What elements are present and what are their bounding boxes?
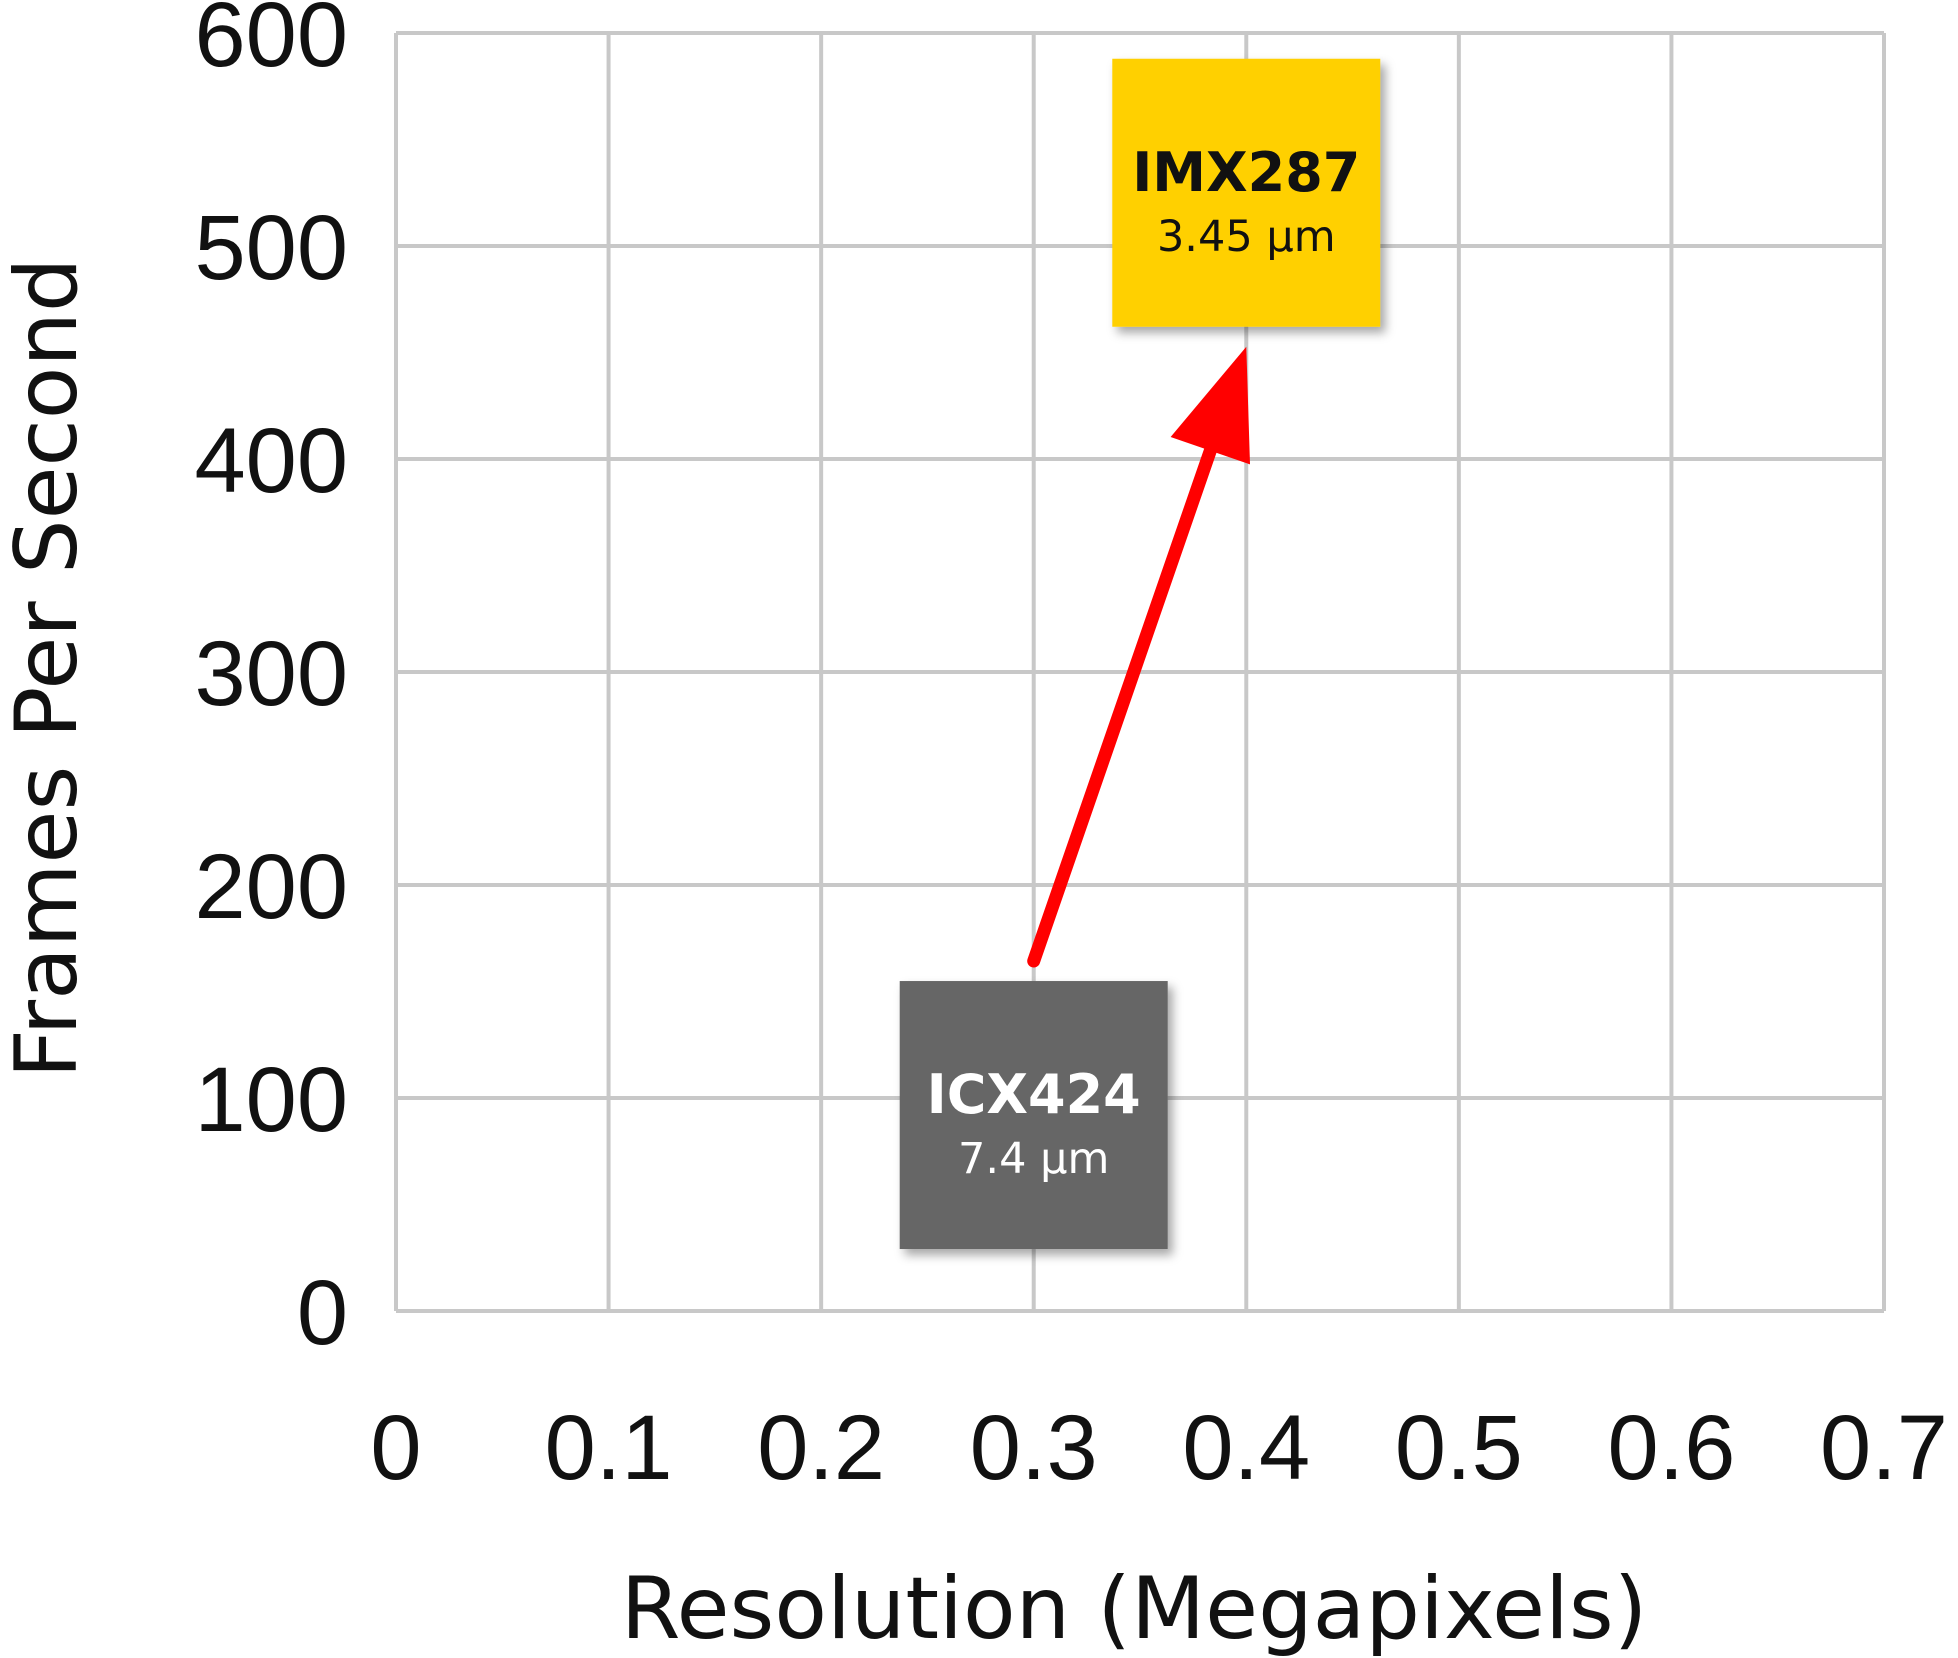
y-tick-label: 600 bbox=[195, 0, 349, 86]
y-tick-label: 300 bbox=[195, 623, 349, 725]
y-axis-ticks: 0 100 200 300 400 500 600 bbox=[195, 0, 349, 1364]
x-tick-label: 0.7 bbox=[1820, 1397, 1948, 1499]
x-tick-label: 0.3 bbox=[970, 1397, 1098, 1499]
chip-name-label: IMX287 bbox=[1132, 141, 1360, 204]
x-axis-ticks: 0 0.1 0.2 0.3 0.4 0.5 0.6 0.7 bbox=[370, 1397, 1948, 1499]
annotation-arrows bbox=[1027, 346, 1251, 968]
chip-pixel-size-label: 3.45 µm bbox=[1157, 212, 1336, 262]
data-point-imx287: IMX287 3.45 µm bbox=[1112, 58, 1381, 327]
y-tick-label: 200 bbox=[195, 836, 349, 938]
arrow-head bbox=[1170, 346, 1251, 465]
x-tick-label: 0.6 bbox=[1607, 1397, 1735, 1499]
chip-name-label: ICX424 bbox=[927, 1063, 1141, 1126]
arrow-shaft bbox=[1027, 434, 1221, 968]
x-tick-label: 0.5 bbox=[1395, 1397, 1523, 1499]
x-tick-label: 0 bbox=[370, 1397, 421, 1499]
x-tick-label: 0.4 bbox=[1182, 1397, 1310, 1499]
data-point-icx424: ICX424 7.4 µm bbox=[899, 981, 1168, 1250]
x-axis-label: Resolution (Megapixels) bbox=[621, 1559, 1648, 1658]
y-tick-label: 0 bbox=[297, 1262, 348, 1364]
y-tick-label: 500 bbox=[195, 197, 349, 299]
x-tick-label: 0.1 bbox=[545, 1397, 673, 1499]
y-tick-label: 100 bbox=[195, 1049, 349, 1151]
chip-marker bbox=[1112, 58, 1381, 327]
y-tick-label: 400 bbox=[195, 410, 349, 512]
arrow bbox=[1027, 346, 1251, 968]
chip-marker bbox=[899, 981, 1168, 1250]
data-points: ICX424 7.4 µm IMX287 3.45 µm bbox=[899, 58, 1381, 1250]
x-tick-label: 0.2 bbox=[757, 1397, 885, 1499]
chip-pixel-size-label: 7.4 µm bbox=[958, 1134, 1109, 1184]
y-axis-label: Frames Per Second bbox=[0, 258, 97, 1079]
